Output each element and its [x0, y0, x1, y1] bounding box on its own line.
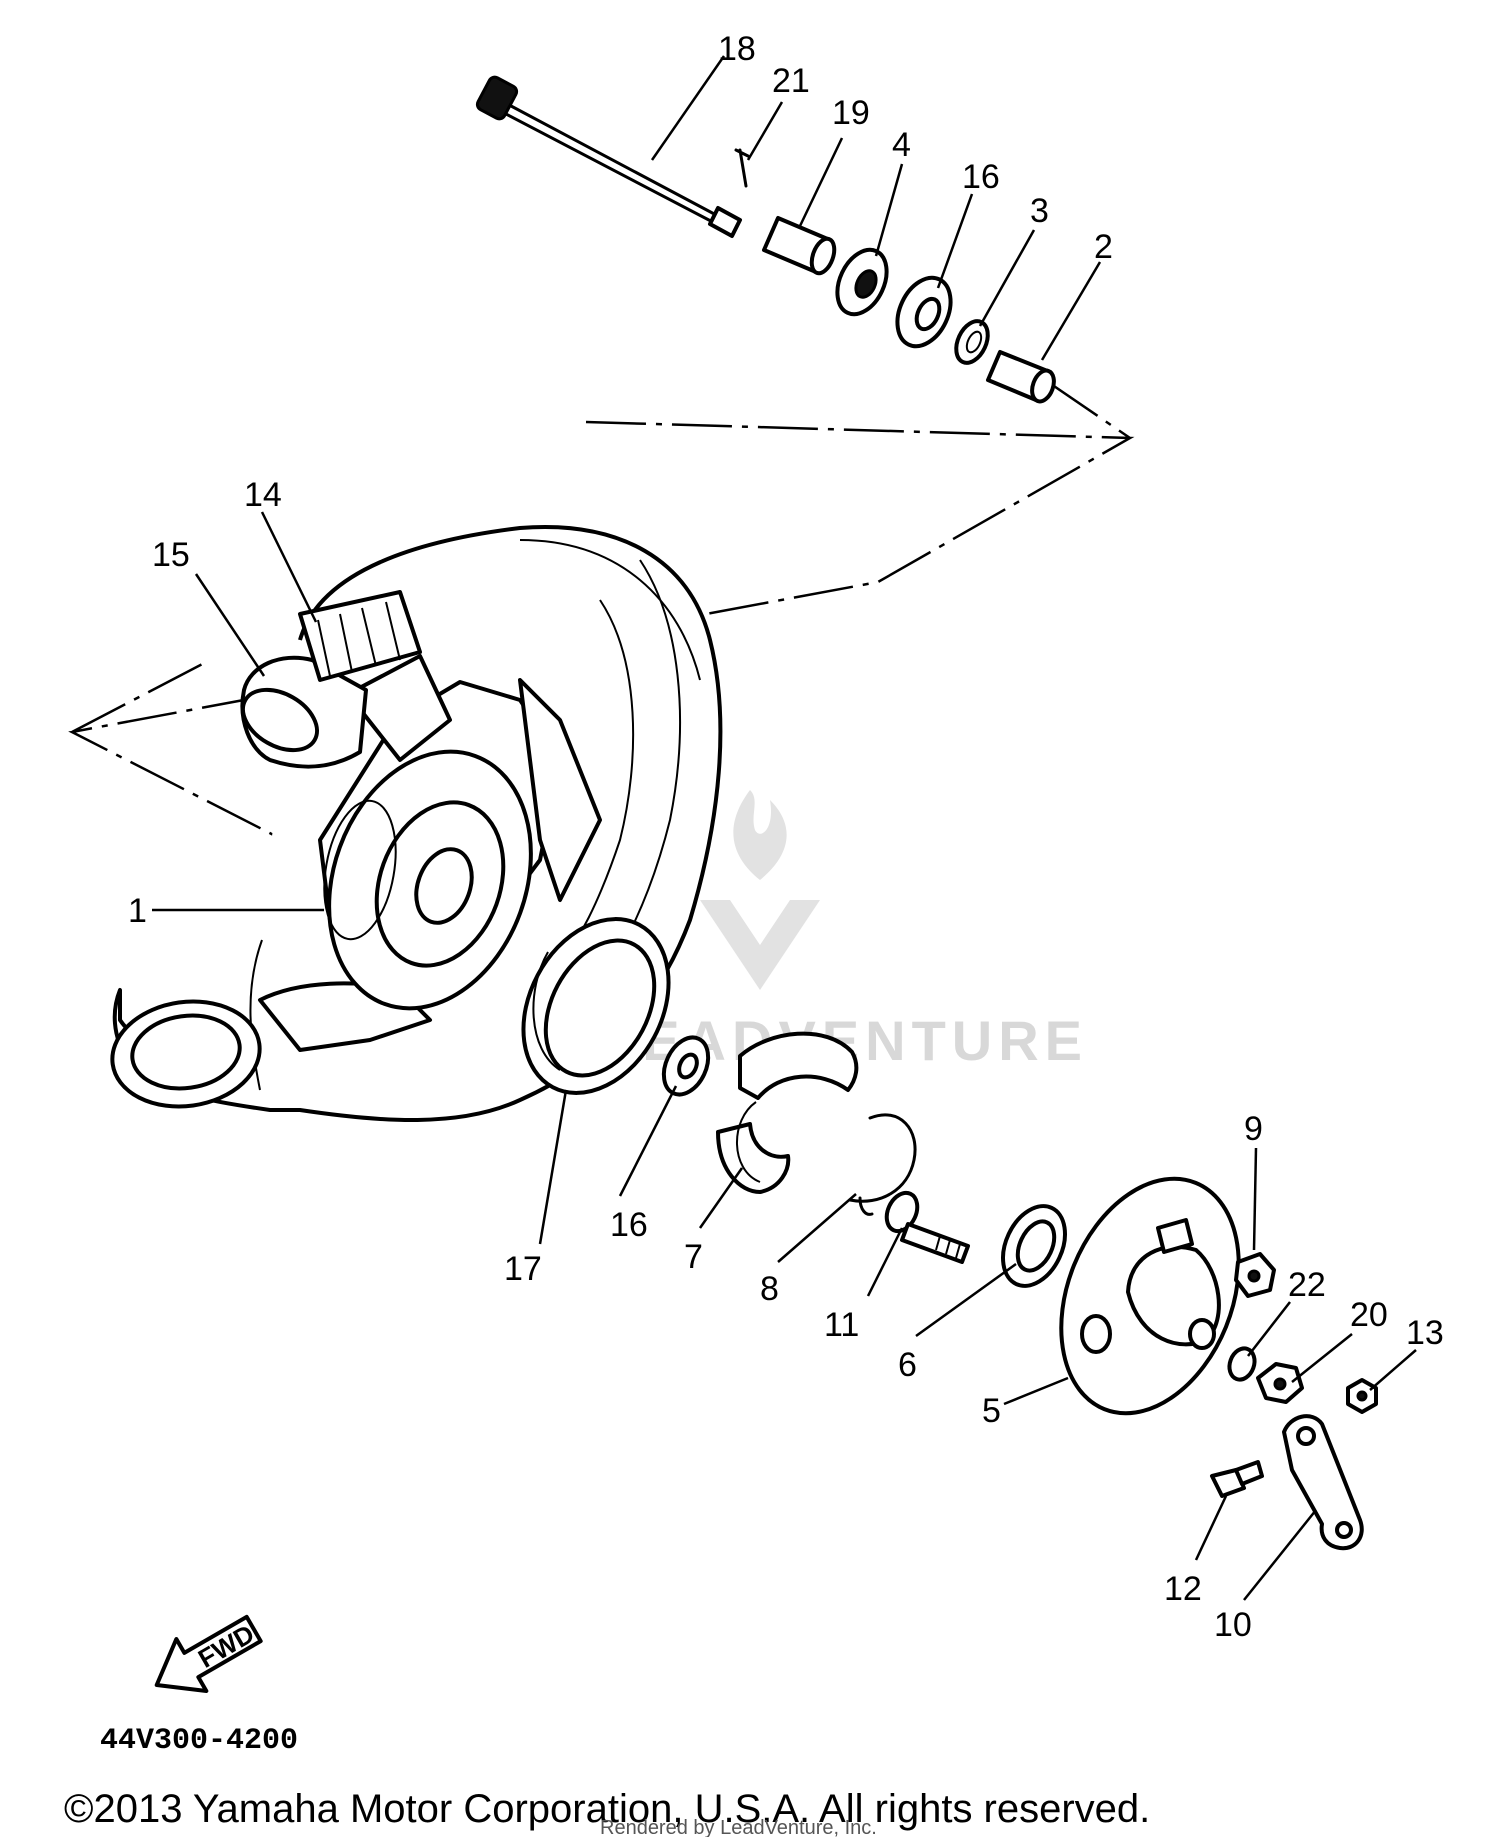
callout-8: 8	[760, 1270, 779, 1308]
nut-9	[1234, 1252, 1276, 1298]
axle	[475, 75, 742, 238]
bearing-16-lower	[661, 1035, 711, 1097]
callouts: 18 21 19 4 16 3 2 14 15 1 17 16 7 8 11 6…	[128, 30, 1444, 1644]
rim-band	[298, 590, 422, 682]
collar-2	[986, 350, 1056, 404]
callout-7: 7	[684, 1238, 703, 1276]
rendered-by: Rendered by LeadVenture, Inc.	[600, 1817, 877, 1837]
callout-19: 19	[832, 94, 870, 132]
callout-13: 13	[1406, 1314, 1444, 1352]
fwd-arrow: FWD	[154, 1614, 263, 1693]
bearing-16-upper	[895, 275, 953, 349]
callout-17: 17	[504, 1250, 542, 1288]
callout-16-upper: 16	[962, 158, 1000, 196]
callout-3: 3	[1030, 192, 1049, 230]
brake-cam-lever	[1282, 1414, 1364, 1551]
drawing-number: 44V300-4200	[100, 1724, 298, 1758]
callout-11: 11	[824, 1306, 859, 1344]
callout-9: 9	[1244, 1110, 1263, 1148]
brake-drum-seal	[521, 917, 671, 1095]
callout-12: 12	[1164, 1570, 1202, 1608]
bearing-4	[835, 247, 889, 317]
inner-tube	[240, 655, 368, 769]
copyright-notice: ©2013 Yamaha Motor Corporation, U.S.A. A…	[64, 1787, 1150, 1831]
callout-1: 1	[128, 892, 147, 930]
brake-shoe	[716, 1031, 859, 1194]
callout-18: 18	[718, 30, 756, 68]
assembly-outline	[68, 380, 1135, 874]
bolt-12	[1210, 1460, 1264, 1498]
collar-19	[762, 216, 837, 276]
oil-seal-3	[954, 319, 990, 365]
callout-16-lower: 16	[610, 1206, 648, 1244]
tire-lip	[110, 999, 262, 1109]
callout-4: 4	[892, 126, 911, 164]
cotter-pin	[734, 148, 750, 188]
brake-shoe-plate	[1059, 1176, 1241, 1416]
callout-14: 14	[244, 476, 282, 514]
callout-22: 22	[1288, 1266, 1326, 1304]
brake-camshaft	[884, 1190, 970, 1264]
callout-21: 21	[772, 62, 810, 100]
callout-2: 2	[1094, 228, 1113, 266]
callout-10: 10	[1214, 1606, 1252, 1644]
leader-lines	[152, 55, 1417, 1601]
callout-6: 6	[898, 1346, 917, 1384]
callout-5: 5	[982, 1392, 1001, 1430]
callout-15: 15	[152, 536, 190, 574]
nut-20	[1256, 1362, 1304, 1404]
return-spring	[848, 1113, 917, 1216]
oil-seal-6	[1001, 1204, 1067, 1288]
wheel-rim	[258, 654, 602, 1052]
nut-13	[1346, 1378, 1378, 1414]
callout-20: 20	[1350, 1296, 1388, 1334]
